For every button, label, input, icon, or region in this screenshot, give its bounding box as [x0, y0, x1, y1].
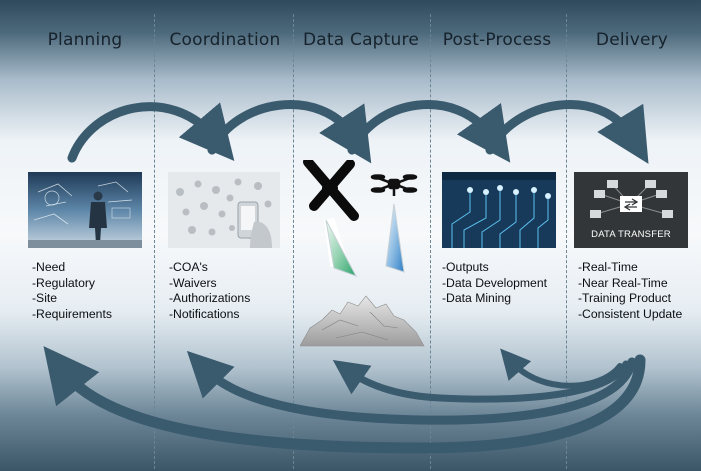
list-item: -Authorizations	[169, 291, 251, 306]
list-item: -Data Mining	[442, 291, 512, 306]
post-process-list: -Outputs -Data Development -Data Mining	[442, 260, 547, 307]
list-item: -Training Product	[578, 291, 672, 306]
list-item: -Regulatory	[32, 275, 95, 290]
list-item: -Consistent Update	[578, 306, 683, 321]
list-item: -Notifications	[169, 306, 240, 321]
coordination-list: -COA's -Waivers -Authorizations -Notific…	[169, 260, 250, 322]
phase-title-delivery: Delivery	[595, 30, 669, 50]
delivery-image: DATA TRANSFER	[574, 172, 688, 248]
list-item: -Near Real-Time	[578, 275, 668, 290]
list-item: -Waivers	[169, 275, 217, 290]
list-item: -COA's	[169, 260, 208, 274]
post-process-image	[442, 172, 556, 248]
list-item: -Need	[32, 260, 66, 274]
list-item: -Requirements	[32, 306, 112, 321]
data-capture-image	[300, 160, 428, 356]
feedback-arrow-to-post-process	[500, 348, 623, 389]
list-item: -Data Development	[442, 275, 547, 290]
arrow-planning-to-coordination	[67, 102, 235, 163]
column-divider	[566, 14, 567, 469]
column-divider	[154, 14, 155, 469]
feedback-arrow-to-coordination	[186, 350, 637, 425]
delivery-list: -Real-Time -Near Real-Time -Training Pro…	[578, 260, 682, 322]
planning-image	[28, 172, 142, 248]
feedback-arrow-to-planning	[43, 346, 646, 454]
column-divider	[430, 14, 431, 469]
list-item: -Site	[32, 291, 58, 306]
data-transfer-label: DATA TRANSFER	[591, 229, 671, 240]
arrow-coordination-to-data-capture	[207, 100, 372, 164]
phase-title-data-capture: Data Capture	[303, 30, 419, 50]
list-item: -Real-Time	[578, 260, 638, 274]
phase-title-coordination: Coordination	[169, 30, 281, 50]
coordination-image	[168, 172, 280, 248]
arrow-data-capture-to-post-process	[347, 100, 511, 163]
planning-list: -Need -Regulatory -Site -Requirements	[32, 260, 112, 322]
arrow-post-process-to-delivery	[485, 100, 649, 164]
phase-title-planning: Planning	[47, 30, 123, 50]
column-divider	[293, 14, 294, 469]
phase-title-post-process: Post-Process	[442, 30, 552, 50]
list-item: -Outputs	[442, 260, 489, 274]
feedback-arrow-to-data-capture	[332, 359, 630, 403]
